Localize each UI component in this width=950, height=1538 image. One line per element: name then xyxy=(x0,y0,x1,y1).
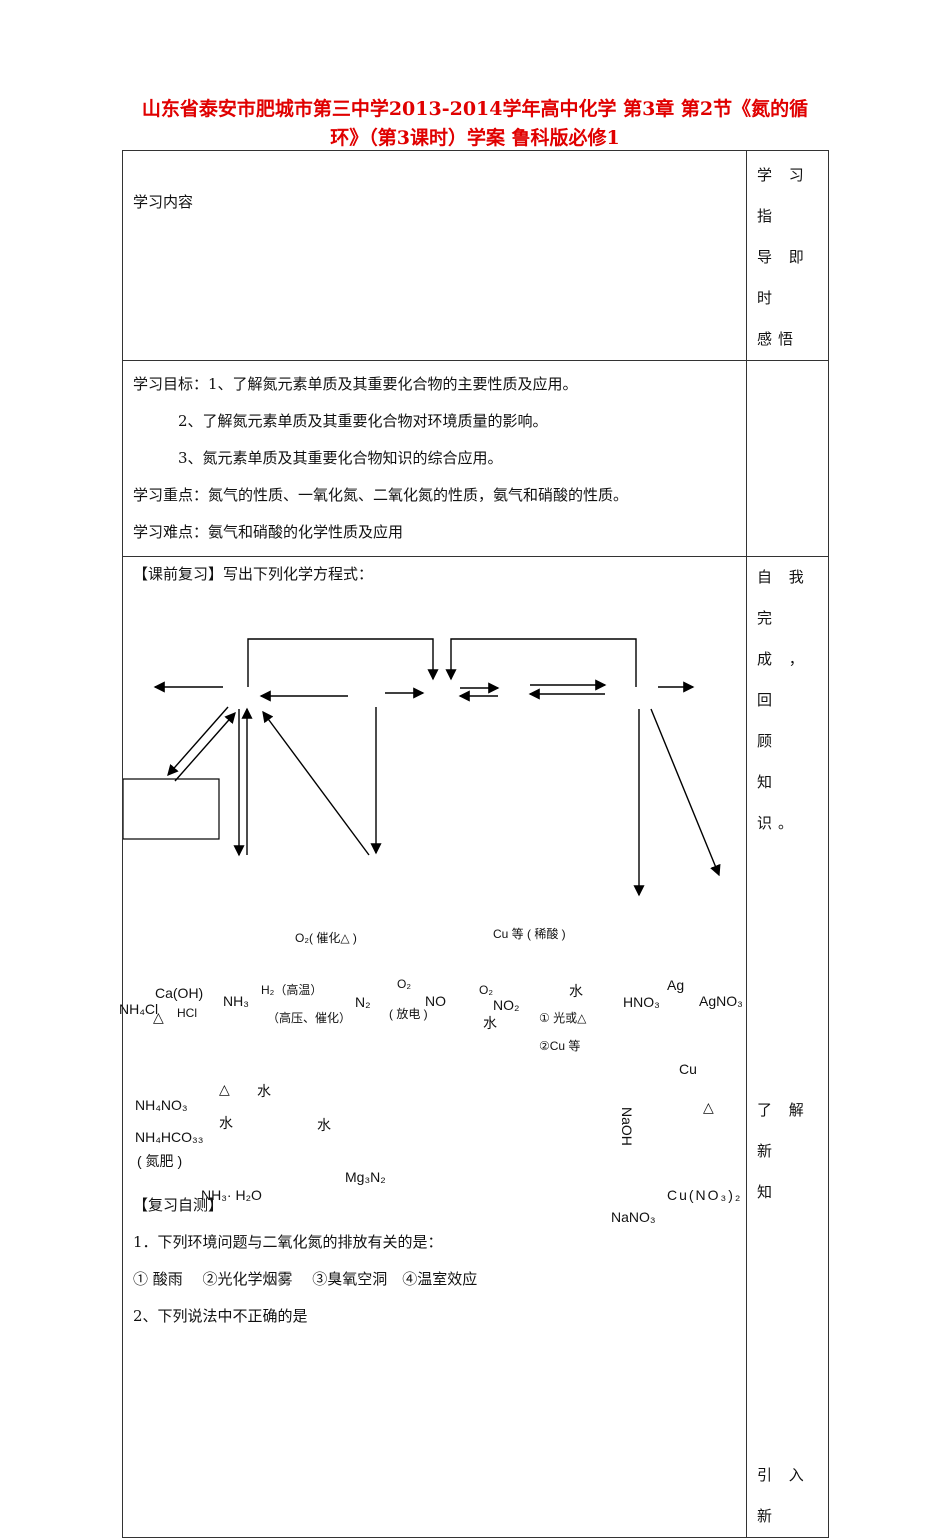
label-no: NO xyxy=(425,993,446,1009)
notes-header-line: 导 即 时 xyxy=(756,248,810,307)
label-high-pressure: （高压、催化） xyxy=(267,1011,352,1025)
label-ag: Ag xyxy=(667,977,685,993)
label-fertilizer: ( 氮肥 ) xyxy=(137,1153,183,1169)
goals-cell: 学习目标：1、了解氮元素单质及其重要化合物的主要性质及应用。 2、了解氮元素单质… xyxy=(122,360,747,557)
goal-line-1: 学习目标：1、了解氮元素单质及其重要化合物的主要性质及应用。 xyxy=(133,375,578,393)
goals-notes-cell xyxy=(745,360,830,557)
review-notes-cell: 自 我 完 成 ， 回 顾 知 识。 了 解 新 知 引 入 新 xyxy=(745,556,830,1538)
arrow-nh3-to-no xyxy=(247,638,439,687)
label-water-3: 水 xyxy=(257,1083,271,1099)
side-note: 成 ， 回 xyxy=(756,650,810,709)
label-mg3n2: Mg₃N₂ xyxy=(345,1169,386,1185)
question-1-options: ① 酸雨 ②光化学烟雾 ③臭氧空洞 ④温室效应 xyxy=(133,1270,478,1288)
label-caoh: Ca(OH) xyxy=(155,985,204,1001)
self-test-section: 【复习自测】 1．下列环境问题与二氧化氮的排放有关的是： ① 酸雨 ②光化学烟雾… xyxy=(133,1187,477,1335)
notes-header-line: 感悟 xyxy=(756,330,799,348)
arrow-mg3n2-to-nh3 xyxy=(262,710,370,856)
label-water-2: 水 xyxy=(483,1015,497,1031)
arrow-hno3-to-no xyxy=(445,638,637,687)
arrow-hno3-to-cuno3 xyxy=(650,708,721,877)
side-note: 识。 xyxy=(756,814,799,832)
study-table: 学习内容 学 习 指 导 即 时 感悟 学习目标：1、了解氮元素单质及其重要化合… xyxy=(119,150,830,1538)
label-nh3-h2o: NH₃· H₂O xyxy=(201,1187,262,1203)
content-header: 学习内容 xyxy=(133,193,194,211)
label-light-or-heat: ① 光或△ xyxy=(539,1011,587,1025)
label-delta-3: △ xyxy=(703,1099,714,1115)
label-o2-top: O₂ xyxy=(397,977,411,991)
arrow-box-to-nh3 xyxy=(174,711,236,782)
label-nh4no3: NH₄NO₃ xyxy=(135,1097,188,1113)
label-naoh: NaOH xyxy=(619,1107,635,1146)
label-hcl: HCl xyxy=(177,1006,197,1020)
side-note: 知 xyxy=(756,1183,778,1201)
label-discharge: ( 放电 ) xyxy=(389,1007,428,1021)
label-n2: N₂ xyxy=(355,994,371,1010)
fertilizer-box xyxy=(123,778,220,840)
document-title-line2: 环》（第3课时）学案 鲁科版必修1 xyxy=(330,127,620,149)
label-cu-dilute-acid: Cu 等 ( 稀酸 ) xyxy=(493,927,566,941)
side-note: 自 我 完 xyxy=(756,568,810,627)
document-title-line1: 山东省泰安市肥城市第三中学2013-2014学年高中化学 第3章 第2节《氮的循 xyxy=(141,98,809,120)
label-delta-2: △ xyxy=(219,1081,230,1097)
label-delta-1: △ xyxy=(153,1009,164,1025)
notes-header-cell: 学 习 指 导 即 时 感悟 xyxy=(745,150,830,361)
side-note: 顾 知 xyxy=(756,732,821,791)
goal-line-3: 3、氮元素单质及其重要化合物知识的综合应用。 xyxy=(178,449,503,467)
label-hno3: HNO₃ xyxy=(623,994,660,1010)
content-header-cell: 学习内容 xyxy=(122,150,747,361)
label-o2-catalyst: O₂( 催化△ ) xyxy=(295,931,357,945)
side-note: 引 入 新 xyxy=(756,1466,810,1525)
label-water-5: 水 xyxy=(317,1117,331,1133)
review-cell: 【课前复习】写出下列化学方程式： xyxy=(119,556,747,1538)
goal-line-2: 2、了解氮元素单质及其重要化合物对环境质量的影响。 xyxy=(178,412,548,430)
notes-header-line: 学 习 指 xyxy=(756,166,810,225)
arrow-nh3-to-box xyxy=(167,706,229,777)
label-nano3: NaNO₃ xyxy=(611,1209,656,1225)
question-1: 1．下列环境问题与二氧化氮的排放有关的是： xyxy=(133,1233,443,1251)
label-cuno3: Cu(NO₃)₂ xyxy=(667,1187,743,1203)
label-nh4cl: NH₄Cl xyxy=(119,1001,159,1017)
label-water-1: 水 xyxy=(569,983,583,999)
label-o2-2: O₂ xyxy=(479,983,493,997)
label-water-4: 水 xyxy=(219,1115,233,1131)
key-points: 学习重点：氮气的性质、一氧化氮、二氧化氮的性质，氨气和硝酸的性质。 xyxy=(133,486,629,504)
diagram-arrows xyxy=(123,638,721,897)
difficulties: 学习难点：氨气和硝酸的化学性质及应用 xyxy=(133,523,404,541)
label-nh4hco3: NH₄HCO₃₃ xyxy=(135,1129,204,1145)
label-agno3: AgNO₃ xyxy=(699,993,743,1009)
self-test-heading: 【复习自测】 xyxy=(133,1196,224,1214)
label-cu-etc: ②Cu 等 xyxy=(539,1039,581,1053)
label-cu-right: Cu xyxy=(679,1061,697,1077)
label-nh3: NH₃ xyxy=(223,993,249,1009)
question-2: 2、下列说法中不正确的是 xyxy=(133,1307,308,1325)
label-h2-high-temp: H₂（高温） xyxy=(261,983,323,997)
nitrogen-cycle-diagram: 【课前复习】写出下列化学方程式： xyxy=(119,557,746,1335)
review-heading: 【课前复习】写出下列化学方程式： xyxy=(133,565,374,583)
label-no2: NO₂ xyxy=(493,997,520,1013)
side-note: 了 解 新 xyxy=(756,1101,810,1160)
